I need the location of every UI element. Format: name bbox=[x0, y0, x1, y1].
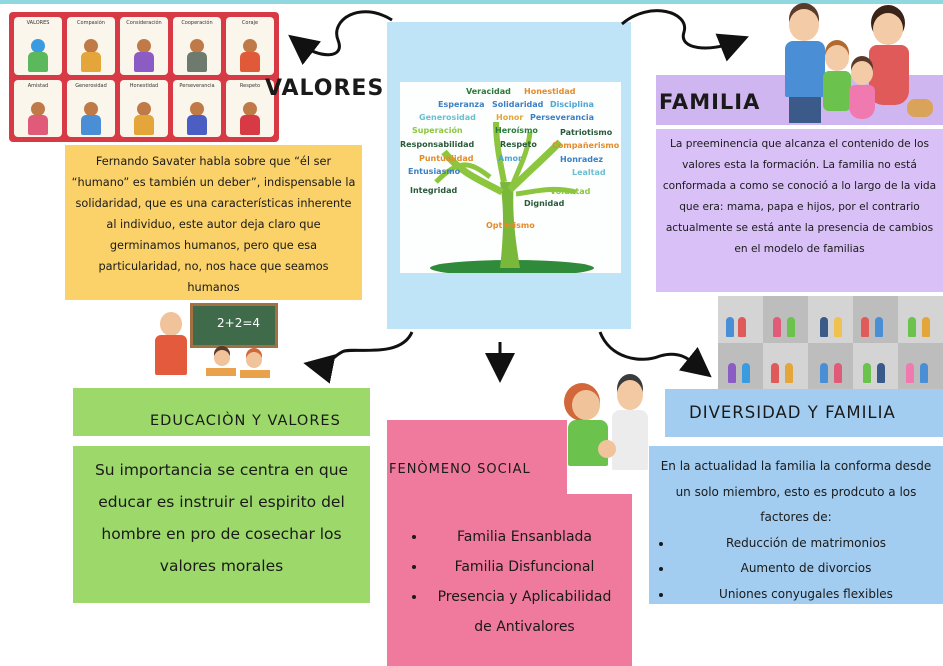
family-photo bbox=[853, 342, 898, 389]
man-body bbox=[612, 410, 648, 470]
fenomeno-title: FENÒMENO SOCIAL bbox=[389, 462, 531, 477]
fenomeno-title-bar bbox=[387, 420, 567, 494]
tree-word: Esperanza bbox=[438, 100, 484, 109]
list-item: Familia Ensanblada bbox=[427, 522, 622, 552]
tree-word: Heroísmo bbox=[495, 126, 538, 135]
tree-word: Integridad bbox=[410, 186, 457, 195]
arrow-to-educacion bbox=[303, 331, 414, 384]
list-item: Familia Disfuncional bbox=[427, 552, 622, 582]
family-photo bbox=[718, 342, 763, 389]
educacion-title-bar bbox=[73, 388, 370, 436]
value-card: Perseverancia bbox=[173, 79, 221, 137]
card-label: Perseverancia bbox=[179, 82, 215, 89]
valores-title: VALORES bbox=[265, 76, 385, 101]
tree-word: Superación bbox=[412, 125, 463, 135]
family-photo bbox=[808, 342, 853, 389]
familia-title: FAMILIA bbox=[659, 90, 761, 114]
child-figure bbox=[598, 440, 616, 458]
tree-word: Puntualidad bbox=[419, 154, 474, 163]
diversidad-text-box: En la actualidad la familia la conforma … bbox=[649, 446, 943, 604]
card-label: Cooperación bbox=[181, 20, 213, 26]
family-photo bbox=[808, 296, 853, 343]
card-label: Honestidad bbox=[129, 82, 159, 89]
chalkboard: 2+2=4 bbox=[190, 303, 278, 348]
tree-word: Compañerismo bbox=[552, 141, 620, 150]
fenomeno-list: Familia Ensanblada Familia Disfuncional … bbox=[397, 522, 622, 642]
card-label: Coraje bbox=[241, 20, 259, 26]
card-label: Respeto bbox=[239, 82, 261, 89]
list-item: Reducción de matrimonios bbox=[673, 531, 939, 557]
fenomeno-list-box: Familia Ensanblada Familia Disfuncional … bbox=[387, 494, 632, 666]
value-card: VALORES bbox=[14, 17, 62, 75]
family-illustration bbox=[775, 5, 943, 125]
tree-word: Entusiasmo bbox=[408, 167, 461, 176]
values-tree-image: Veracidad Honestidad Esperanza Solidarid… bbox=[400, 82, 621, 276]
tree-word: Solidaridad bbox=[492, 100, 544, 109]
tree-word: Perseverancia bbox=[530, 113, 594, 122]
student-figure bbox=[246, 352, 262, 368]
list-item: Presencia y Aplicabilidad de Antivalores bbox=[427, 582, 622, 642]
tree-word: Amor bbox=[498, 154, 522, 163]
desk bbox=[206, 368, 236, 376]
value-card: Respeto bbox=[226, 79, 274, 137]
family-photo bbox=[853, 296, 898, 343]
top-accent-line bbox=[0, 0, 943, 4]
arrow-to-valores bbox=[288, 10, 393, 66]
educacion-title: EDUCACIÒN Y VALORES bbox=[150, 413, 341, 429]
families-photo-grid bbox=[718, 296, 943, 389]
card-label: Compasión bbox=[77, 20, 105, 26]
tree-word: Veracidad bbox=[466, 87, 511, 96]
card-label: Generosidad bbox=[75, 82, 107, 89]
family-photo bbox=[718, 296, 763, 343]
value-card: Consideración bbox=[120, 17, 168, 75]
student-figure bbox=[214, 350, 230, 366]
card-label: VALORES bbox=[26, 20, 50, 26]
diversidad-text: En la actualidad la familia la conforma … bbox=[660, 459, 932, 524]
family-photo bbox=[898, 296, 943, 343]
value-card: Generosidad bbox=[67, 79, 115, 137]
arrow-to-familia bbox=[621, 9, 749, 62]
tree-word: Respeto bbox=[500, 140, 537, 149]
values-cards-image: VALORES Compasión Consideración Cooperac… bbox=[9, 12, 279, 142]
list-item: Uniones conyugales flexibles bbox=[673, 582, 939, 608]
card-label: Amistad bbox=[27, 82, 49, 89]
family-photo bbox=[898, 342, 943, 389]
tree-word: Patriotismo bbox=[560, 128, 613, 137]
tree-word: Responsabilidad bbox=[400, 140, 475, 149]
tree-word: Honor bbox=[496, 113, 523, 122]
tree-word: Dignidad bbox=[524, 199, 565, 208]
tree-icon: Veracidad Honestidad Esperanza Solidarid… bbox=[400, 87, 620, 276]
woman-figure bbox=[572, 390, 600, 420]
tree-word: Lealtad bbox=[572, 168, 606, 177]
value-card: Coraje bbox=[226, 17, 274, 75]
tree-word: Honestidad bbox=[524, 87, 576, 96]
board-text: 2+2=4 bbox=[217, 316, 261, 330]
family-photo bbox=[763, 296, 808, 343]
value-card: Amistad bbox=[14, 79, 62, 137]
arrow-to-diversidad bbox=[598, 331, 712, 378]
familia-text-box: La preeminencia que alcanza el contenido… bbox=[656, 129, 943, 292]
tree-word: Optimismo bbox=[486, 221, 535, 230]
value-card: Honestidad bbox=[120, 79, 168, 137]
man-figure bbox=[617, 380, 643, 410]
teacher-body bbox=[155, 335, 187, 375]
value-card: Cooperación bbox=[173, 17, 221, 75]
tree-word: Generosidad bbox=[419, 113, 476, 122]
teacher-figure bbox=[160, 312, 182, 336]
value-card: Compasión bbox=[67, 17, 115, 75]
educacion-text-box: Su importancia se centra en que educar e… bbox=[73, 446, 370, 603]
family-photo bbox=[763, 342, 808, 389]
card-label: Consideración bbox=[126, 20, 162, 26]
diversidad-list: Reducción de matrimonios Aumento de divo… bbox=[653, 531, 939, 608]
valores-text-box: Fernando Savater habla sobre que “él ser… bbox=[65, 145, 362, 300]
tree-word: Voluntad bbox=[550, 187, 591, 196]
desk bbox=[240, 370, 270, 378]
tree-word: Disciplina bbox=[550, 100, 594, 109]
list-item: Aumento de divorcios bbox=[673, 556, 939, 582]
diversidad-title-bar bbox=[665, 389, 943, 437]
tree-word: Honradez bbox=[560, 155, 603, 164]
diversidad-title: DIVERSIDAD Y FAMILIA bbox=[689, 403, 896, 422]
